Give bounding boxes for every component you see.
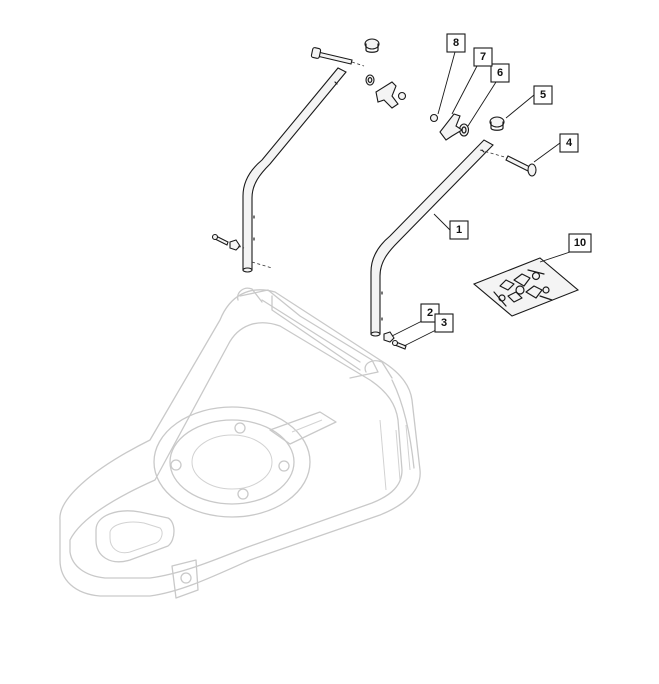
callout-4: 4: [559, 133, 579, 153]
right-top-nut: [429, 113, 439, 123]
right-bolt: [479, 149, 537, 177]
left-top-bolt: [310, 47, 365, 67]
right-top-end-cap: [489, 116, 505, 131]
callout-3: 3: [434, 313, 454, 333]
callout-5-label: 5: [540, 89, 546, 101]
callout-6-label: 6: [497, 67, 503, 79]
callout-1: 1: [449, 220, 469, 240]
left-top-end-cap: [364, 38, 380, 53]
callout-2-label: 2: [427, 307, 433, 319]
callout-8: 8: [446, 33, 466, 53]
left-handle-tube: [242, 67, 347, 273]
right-handle-tube: [370, 139, 494, 337]
callout-7-label: 7: [480, 51, 486, 63]
hardware-kit-bag: [472, 257, 580, 317]
callout-4-label: 4: [566, 137, 573, 149]
callout-3-label: 3: [441, 317, 447, 329]
callout-5: 5: [533, 85, 553, 105]
left-top-washer: [365, 74, 375, 86]
right-top-knob: [439, 113, 464, 141]
left-top-knob: [375, 81, 407, 109]
callout-10-label: 10: [574, 237, 586, 249]
callout-6: 6: [490, 63, 510, 83]
callout-10: 10: [568, 233, 592, 253]
callout-8-label: 8: [453, 37, 459, 49]
callout-7: 7: [473, 47, 493, 67]
right-bottom-screw: [391, 339, 407, 350]
left-bottom-screw: [211, 233, 245, 251]
right-bottom-nut: [383, 331, 395, 343]
callout-leaders: [391, 51, 571, 347]
mower-deck-outline: [59, 287, 421, 599]
callout-1-label: 1: [456, 224, 462, 236]
